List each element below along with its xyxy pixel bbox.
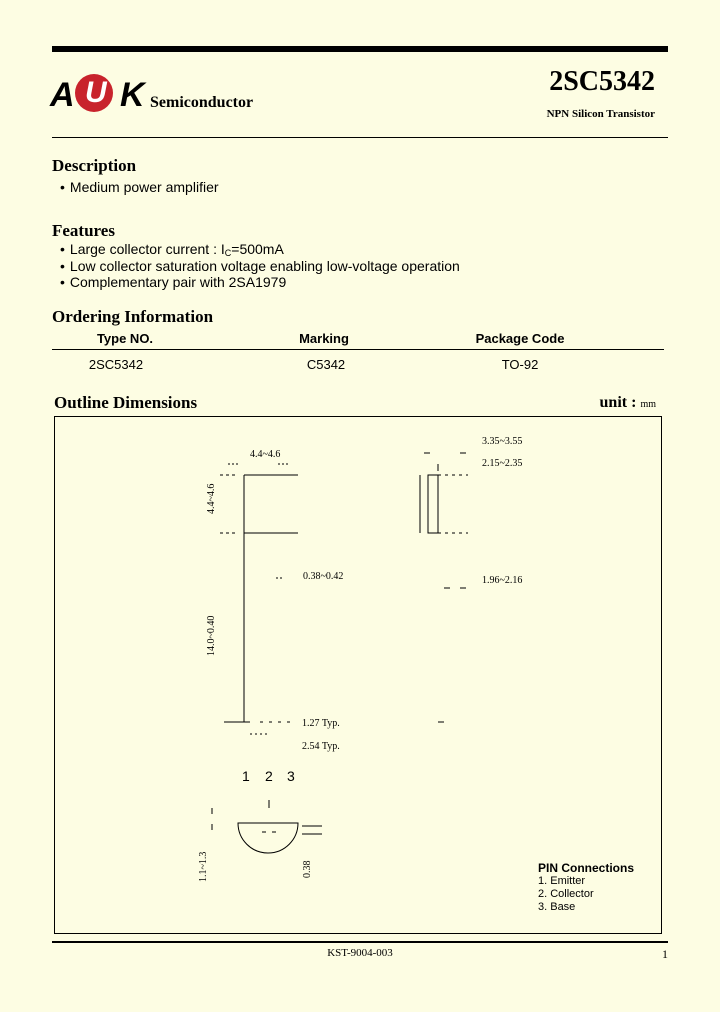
pin-item-emitter: 1. Emitter: [538, 875, 586, 887]
description-title: Description: [52, 156, 137, 175]
side-body: [427, 474, 439, 534]
logo-letter-k: K: [120, 76, 145, 114]
feature-item-3: Complementary pair with 2SA1979: [60, 274, 286, 290]
pin-connections: PIN Connections 1. Emitter 2. Collector …: [538, 862, 634, 914]
dim-span: 2.54 Typ.: [302, 741, 340, 752]
top-rule: [52, 46, 668, 52]
feature-item-1: Large collector current : IC=500mA: [60, 241, 284, 258]
footer-document-code: KST-9004-003: [327, 947, 393, 959]
outline-title: Outline Dimensions: [54, 393, 198, 412]
side-view: [419, 452, 468, 589]
outline-drawing: 4.4~4.6 4.4~4.6 0.38~0.42 14.0~0.40 1.27…: [198, 436, 522, 882]
footer-rule: [52, 941, 668, 943]
feature-item-2: Low collector saturation voltage enablin…: [60, 258, 460, 274]
dim-lead-length: 14.0~0.40: [206, 616, 217, 656]
dim-body-width: 4.4~4.6: [250, 449, 280, 460]
part-subtitle: NPN Silicon Transistor: [546, 108, 655, 120]
pin-item-base: 3. Base: [538, 901, 576, 913]
ordering-header-marking: Marking: [299, 331, 349, 346]
pin-number-1: 1: [242, 768, 250, 784]
footer-page-number: 1: [662, 947, 668, 961]
ordering-cell-marking: C5342: [306, 357, 346, 372]
outline-drawing-frame: [54, 416, 662, 934]
logo-red-circle: [75, 74, 113, 112]
header-divider: [52, 137, 668, 138]
dim-body-height: 4.4~4.6: [206, 484, 217, 514]
ordering-title: Ordering Information: [52, 307, 214, 326]
unit-value: mm: [640, 399, 656, 410]
part-number: 2SC5342: [549, 66, 655, 97]
features-title: Features: [52, 221, 115, 240]
dim-lead-width: 0.38~0.42: [303, 571, 343, 582]
description-item: Medium power amplifier: [60, 179, 219, 195]
bottom-outline: [237, 822, 299, 854]
pin-number-3: 3: [287, 768, 295, 784]
pin-item-collector: 2. Collector: [538, 888, 594, 900]
logo-semiconductor-text: Semiconductor: [150, 94, 254, 111]
dim-side-inner: 2.15~2.35: [482, 458, 522, 469]
feature-1-suffix: =500mA: [231, 241, 284, 257]
pin-number-2: 2: [265, 768, 273, 784]
front-view: [220, 463, 444, 735]
bottom-view: [211, 800, 322, 854]
logo-letter-u: U: [85, 76, 107, 109]
dim-bottom-height: 1.1~1.3: [198, 852, 209, 882]
dim-bottom-lead: 0.38: [302, 861, 313, 879]
ordering-cell-type: 2SC5342: [88, 357, 144, 372]
unit-label-text: unit :: [599, 394, 637, 411]
dim-pitch: 1.27 Typ.: [302, 718, 340, 729]
ordering-divider: [52, 349, 664, 350]
dim-side-lower: 1.96~2.16: [482, 575, 522, 586]
pin-connections-title: PIN Connections: [538, 861, 635, 875]
ordering-header-type: Type NO.: [96, 331, 154, 346]
ordering-cell-package: TO-92: [501, 357, 539, 372]
feature-1-prefix: Large collector current : I: [69, 241, 225, 257]
dim-side-width: 3.35~3.55: [482, 436, 522, 447]
logo-letter-a: A: [50, 76, 75, 114]
feature-1-subscript: C: [224, 248, 232, 258]
ordering-header-package: Package Code: [475, 331, 565, 346]
unit-label: unit : mm: [600, 394, 656, 412]
